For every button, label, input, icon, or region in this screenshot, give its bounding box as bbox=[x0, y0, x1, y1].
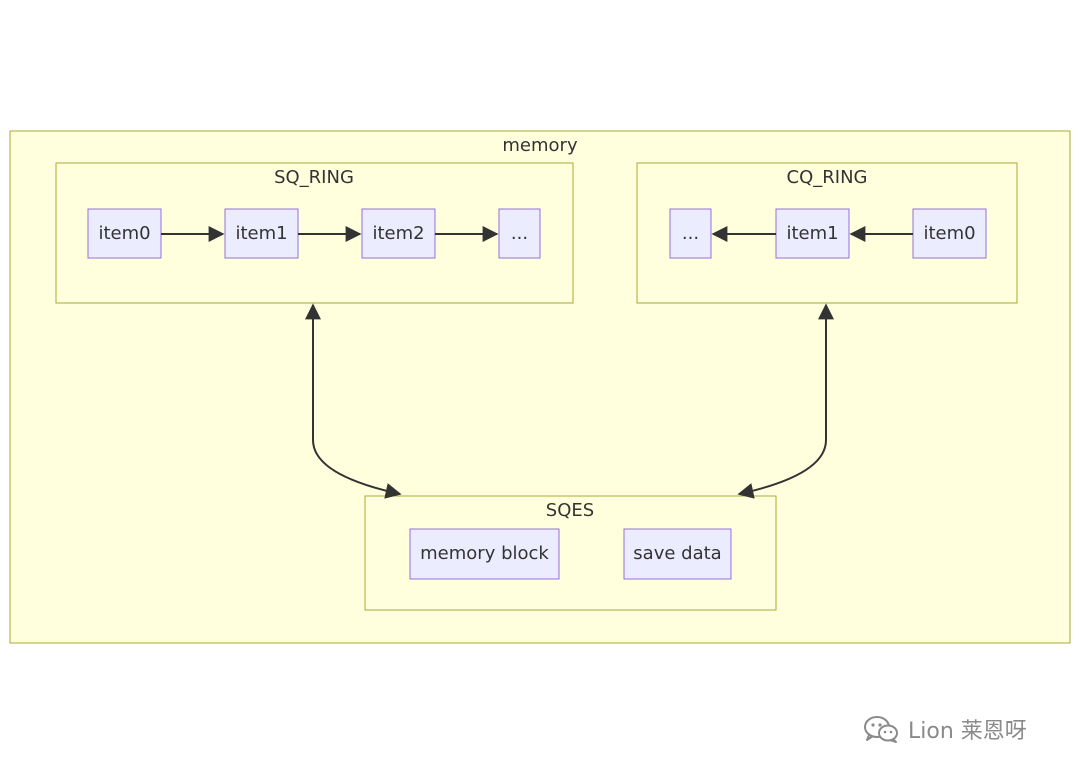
sq-ring-cluster: SQ_RING item0 item1 item2 ... bbox=[55, 162, 574, 304]
cq-item-label: item0 bbox=[923, 223, 975, 244]
sq-ring-label: SQ_RING bbox=[274, 167, 354, 188]
sqes-item-label: save data bbox=[633, 543, 721, 564]
sqes-item-node: memory block bbox=[409, 528, 560, 580]
memory-cluster-label: memory bbox=[502, 135, 578, 156]
sq-ring-sqes-connector bbox=[305, 303, 402, 499]
watermark-text: Lion 莱恩呀 bbox=[908, 719, 1027, 744]
sq-item-node: item1 bbox=[224, 208, 299, 259]
sq-item-node: item2 bbox=[361, 208, 436, 259]
sqes-label: SQES bbox=[546, 500, 594, 521]
cq-item-node: ... bbox=[669, 208, 712, 259]
cq-ring-label: CQ_RING bbox=[787, 167, 868, 188]
sq-item-label: item0 bbox=[98, 223, 150, 244]
sqes-cluster: SQES memory block save data bbox=[364, 495, 777, 611]
wechat-icon bbox=[864, 716, 898, 743]
watermark: Lion 莱恩呀 bbox=[862, 712, 1027, 746]
sq-item-label: ... bbox=[511, 223, 528, 244]
cq-ring-sqes-connector bbox=[737, 303, 834, 499]
sq-item-node: item0 bbox=[87, 208, 162, 259]
sq-item-label: item1 bbox=[235, 223, 287, 244]
sqes-item-label: memory block bbox=[420, 543, 549, 564]
sq-item-label: item2 bbox=[372, 223, 424, 244]
cq-ring-cluster: CQ_RING ... item1 item0 bbox=[636, 162, 1018, 304]
sqes-item-node: save data bbox=[623, 528, 732, 580]
sq-item-node: ... bbox=[498, 208, 541, 259]
cq-item-node: item1 bbox=[775, 208, 850, 259]
cq-item-label: item1 bbox=[786, 223, 838, 244]
cq-item-label: ... bbox=[682, 223, 699, 244]
cq-item-node: item0 bbox=[912, 208, 987, 259]
